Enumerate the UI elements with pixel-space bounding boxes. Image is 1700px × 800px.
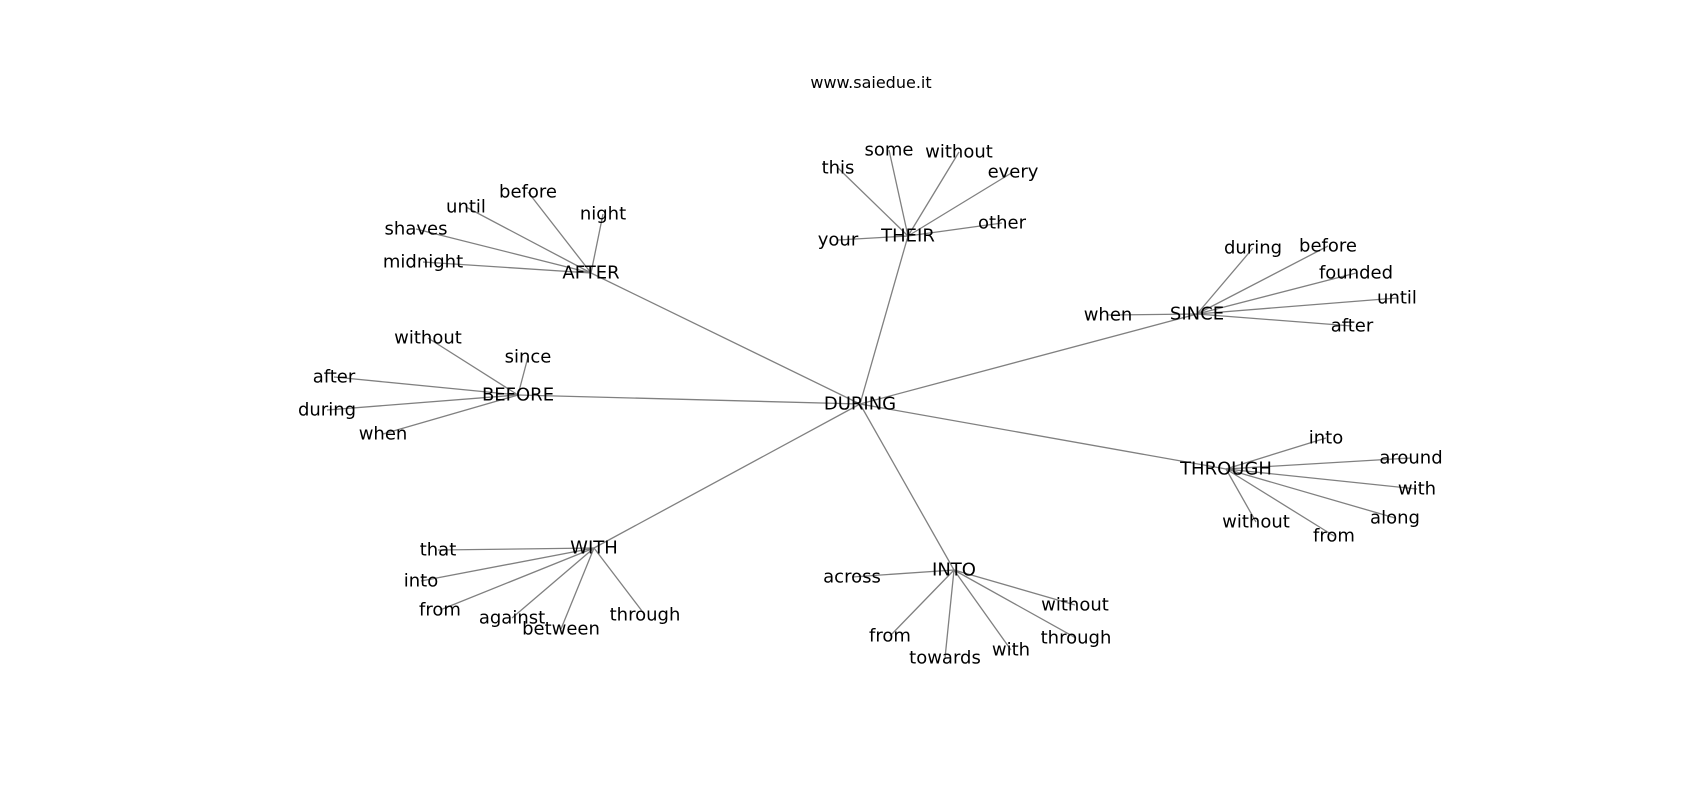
leaf-node-through-with: with <box>1398 479 1436 500</box>
leaf-node-through-without: without <box>1222 512 1290 533</box>
leaf-node-with-from: from <box>419 600 461 621</box>
edges-layer <box>326 149 1418 659</box>
leaf-node-since-founded: founded <box>1319 263 1393 284</box>
hub-node-their: THEIR <box>880 226 935 247</box>
edge-with-through <box>593 547 646 616</box>
edge-after-night <box>590 213 604 274</box>
edge-with-against <box>511 547 595 619</box>
edge-with-that <box>437 547 595 551</box>
leaf-node-after-shaves: shaves <box>385 219 448 240</box>
leaf-node-their-every: every <box>988 162 1039 183</box>
hub-node-before: BEFORE <box>482 385 554 406</box>
leaf-node-into-with: with <box>992 640 1030 661</box>
leaf-node-before-without: without <box>394 328 462 349</box>
edge-into-through <box>953 569 1077 639</box>
hub-node-since: SINCE <box>1170 304 1224 325</box>
edge-since-founded <box>1196 272 1357 315</box>
leaf-node-since-before: before <box>1299 236 1357 257</box>
edge-before-without <box>427 337 519 396</box>
leaf-node-into-across: across <box>823 567 881 588</box>
edge-before-during <box>326 394 519 411</box>
edge-since-when <box>1107 313 1198 316</box>
edge-into-across <box>851 569 955 578</box>
leaf-node-their-this: this <box>822 158 855 179</box>
hub-node-into: INTO <box>932 560 976 581</box>
edge-root-their <box>859 235 909 405</box>
leaf-node-through-around: around <box>1379 448 1442 469</box>
leaf-node-before-during: during <box>298 400 356 421</box>
leaf-node-their-some: some <box>865 140 914 161</box>
edge-after-midnight <box>422 261 592 274</box>
leaf-node-into-from: from <box>869 626 911 647</box>
leaf-node-after-until: until <box>446 197 486 218</box>
leaf-node-since-during: during <box>1224 238 1282 259</box>
root-node-label: DURING <box>824 394 896 415</box>
edge-with-between <box>560 547 595 630</box>
leaf-node-with-against: against <box>479 608 545 629</box>
edge-root-after <box>590 272 861 405</box>
edge-their-every <box>907 171 1014 237</box>
edge-root-before <box>517 394 861 405</box>
leaf-node-before-after: after <box>313 367 356 388</box>
edge-into-without <box>953 569 1076 606</box>
site-watermark: www.saiedue.it <box>810 73 931 92</box>
leaf-node-with-between: between <box>522 619 600 640</box>
leaf-node-with-that: that <box>420 540 457 561</box>
edge-through-without <box>1225 468 1257 523</box>
leaf-node-through-into: into <box>1309 428 1343 449</box>
edge-with-into <box>420 547 595 582</box>
leaf-node-before-when: when <box>359 424 408 445</box>
edge-before-when <box>382 394 519 435</box>
edge-root-with <box>593 403 861 549</box>
leaf-node-into-without: without <box>1041 595 1109 616</box>
edge-after-shaves <box>415 228 592 274</box>
leaf-node-since-after: after <box>1331 316 1374 337</box>
edge-through-with <box>1225 468 1418 490</box>
edge-into-from <box>889 569 955 637</box>
leaf-node-after-night: night <box>580 204 626 225</box>
hub-node-with: WITH <box>570 538 618 559</box>
leaf-node-with-into: into <box>404 571 438 592</box>
edge-through-around <box>1225 457 1412 470</box>
edge-their-without <box>907 151 960 237</box>
leaf-node-after-before: before <box>499 182 557 203</box>
edge-since-after <box>1196 313 1353 327</box>
edge-their-other <box>907 222 1003 237</box>
leaf-node-after-midnight: midnight <box>383 252 463 273</box>
leaf-node-into-through: through <box>1041 628 1112 649</box>
edge-through-into <box>1225 437 1327 470</box>
leaf-node-through-from: from <box>1313 526 1355 547</box>
edge-after-before <box>527 191 592 274</box>
edge-since-until <box>1196 297 1398 315</box>
leaf-node-with-through: through <box>610 605 681 626</box>
leaf-node-into-towards: towards <box>909 648 981 669</box>
leaf-node-through-along: along <box>1370 508 1420 529</box>
edge-before-after <box>333 376 519 396</box>
hub-node-after: AFTER <box>562 263 619 284</box>
edge-through-from <box>1225 468 1335 537</box>
leaf-node-before-since: since <box>505 347 552 368</box>
leaf-node-their-other: other <box>978 213 1027 234</box>
edge-through-along <box>1225 468 1396 519</box>
edge-their-your <box>837 235 909 241</box>
leaf-node-their-your: your <box>818 230 859 251</box>
edge-since-before <box>1196 245 1329 315</box>
leaf-node-since-until: until <box>1377 288 1417 309</box>
edge-their-some <box>888 149 909 237</box>
leaf-node-their-without: without <box>925 142 993 163</box>
edge-their-this <box>837 167 909 237</box>
edge-into-with <box>953 569 1012 651</box>
leaf-node-since-when: when <box>1084 305 1133 326</box>
edge-into-towards <box>944 569 955 659</box>
edge-with-from <box>439 547 595 611</box>
edge-root-through <box>859 403 1227 470</box>
hub-node-through: THROUGH <box>1179 459 1272 480</box>
edge-root-into <box>859 403 955 571</box>
edge-root-since <box>859 313 1198 405</box>
edge-after-until <box>465 206 592 274</box>
edge-since-during <box>1196 247 1254 315</box>
edge-before-since <box>517 356 529 396</box>
